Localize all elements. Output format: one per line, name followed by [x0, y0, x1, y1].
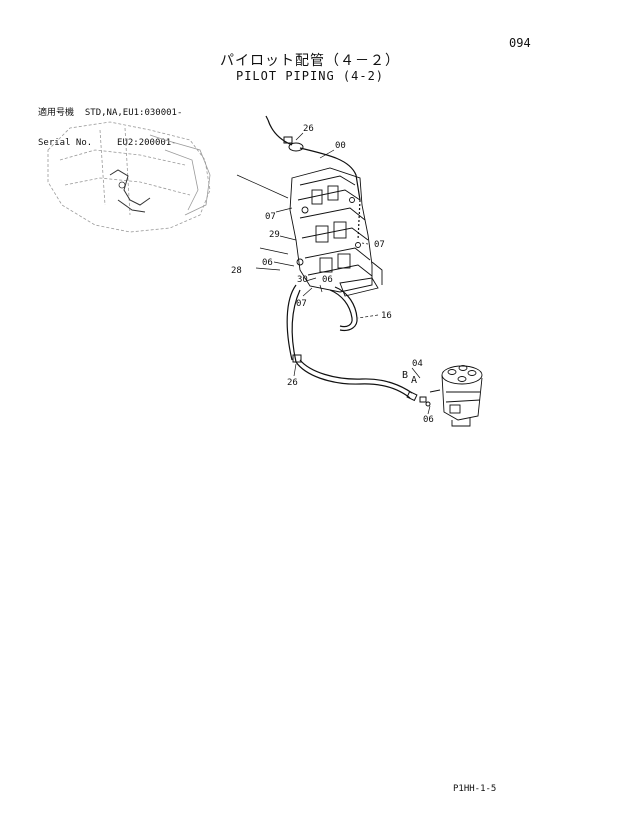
- page-title-english: PILOT PIPING (4-2): [235, 69, 385, 83]
- leader-lines: [236, 132, 431, 415]
- serial-line-1-label: 適用号機: [38, 108, 75, 118]
- callout-00: 00: [335, 141, 346, 151]
- document-code: P1HH-1-5: [453, 784, 497, 794]
- serial-line-1-value: STD,NA,EU1:030001-: [84, 108, 183, 118]
- callout-26-top: 26: [303, 124, 314, 134]
- callout-29: 29: [269, 230, 280, 240]
- callout-06-left: 06: [262, 258, 273, 268]
- callout-16: 16: [381, 311, 392, 321]
- connector-fittings: [292, 354, 431, 407]
- callout-26-bottom: 26: [287, 378, 298, 388]
- callout-b: B: [402, 370, 408, 381]
- page-title-japanese: パイロット配管（４－２）: [220, 53, 400, 69]
- callout-07-left: 07: [265, 212, 276, 222]
- callout-28: 28: [231, 266, 242, 276]
- pilot-hoses: [265, 115, 413, 399]
- callout-07-right: 07: [374, 240, 385, 250]
- pilot-valve-drawing: [429, 365, 483, 427]
- serial-line-1: 適用号機 STD,NA,EU1:030001-: [38, 108, 182, 118]
- serial-line-2-label: Serial No.: [38, 138, 93, 148]
- callout-04: 04: [412, 359, 423, 369]
- serial-block: 適用号機 STD,NA,EU1:030001- Serial No. EU2:2…: [38, 88, 182, 158]
- control-valve-drawing: [289, 167, 383, 297]
- serial-line-2-value: EU2:200001-: [117, 138, 177, 148]
- callout-06-mid: 06: [322, 275, 333, 285]
- top-fitting-icon: [283, 136, 304, 152]
- callout-30: 30: [297, 275, 308, 285]
- callout-06-bottom: 06: [423, 415, 434, 425]
- page-number: 094: [509, 36, 531, 50]
- machine-keymap: [47, 121, 211, 233]
- callout-07-bottom: 07: [296, 299, 307, 309]
- serial-line-2: Serial No. EU2:200001-: [38, 138, 182, 148]
- callout-a: A: [411, 375, 417, 386]
